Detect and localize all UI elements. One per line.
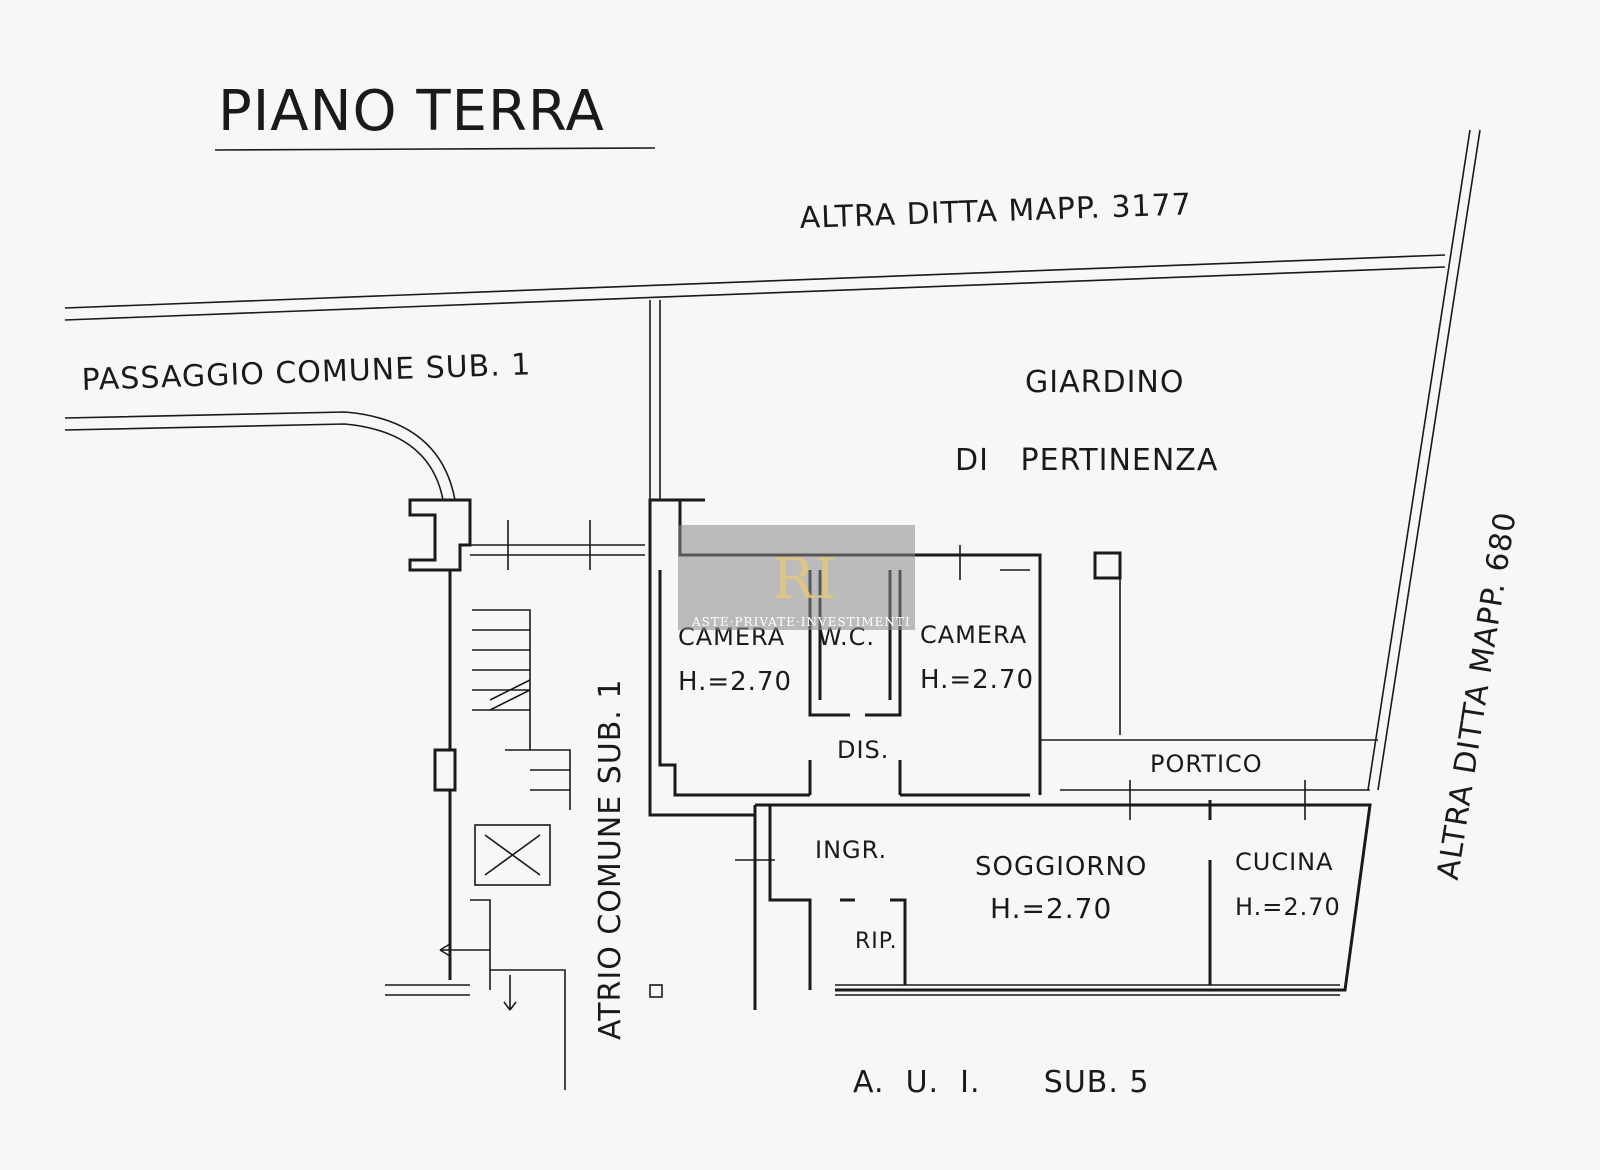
watermark: RI ASTE·PRIVATE·INVESTIMENTI [678,525,915,630]
north-neighbor-label: ALTRA DITTA MAPP. 3177 [799,187,1192,236]
room-name: CUCINA [1235,848,1334,876]
garden-label-line2: DI PERTINENZA [955,443,1218,478]
room-name: CAMERA [920,621,1027,649]
room-cucina: CUCINA H.=2.70 [1235,848,1341,921]
room-height: H.=2.70 [990,892,1112,925]
room-ingr: INGR. [815,836,887,864]
boundaries [64,129,1481,791]
portico-label: PORTICO [1150,750,1263,778]
garden-label-line1: GIARDINO [1025,365,1184,400]
room-height: H.=2.70 [678,667,792,697]
south-label: A. U. I. SUB. 5 [853,1065,1150,1100]
east-neighbor-label: ALTRA DITTA MAPP. 680 [1431,509,1524,882]
room-height: H.=2.70 [1235,893,1341,921]
room-dis: DIS. [837,736,889,764]
plan-title: PIANO TERRA [218,79,605,144]
room-rip: RIP. [855,929,898,954]
room-height: H.=2.70 [920,665,1034,695]
passage-label: PASSAGGIO COMUNE SUB. 1 [81,347,532,398]
room-name: SOGGIORNO [975,852,1147,882]
stair-block [385,498,663,1090]
watermark-text: ASTE·PRIVATE·INVESTIMENTI [691,615,911,629]
room-camera-1: CAMERA H.=2.70 [678,623,792,697]
room-camera-2: CAMERA H.=2.70 [920,621,1034,695]
room-soggiorno: SOGGIORNO H.=2.70 [975,852,1147,925]
title-underline [214,147,656,151]
column-marker [649,984,663,998]
atrium-label: ATRIO COMUNE SUB. 1 [593,679,628,1040]
watermark-logo: RI [772,547,836,612]
